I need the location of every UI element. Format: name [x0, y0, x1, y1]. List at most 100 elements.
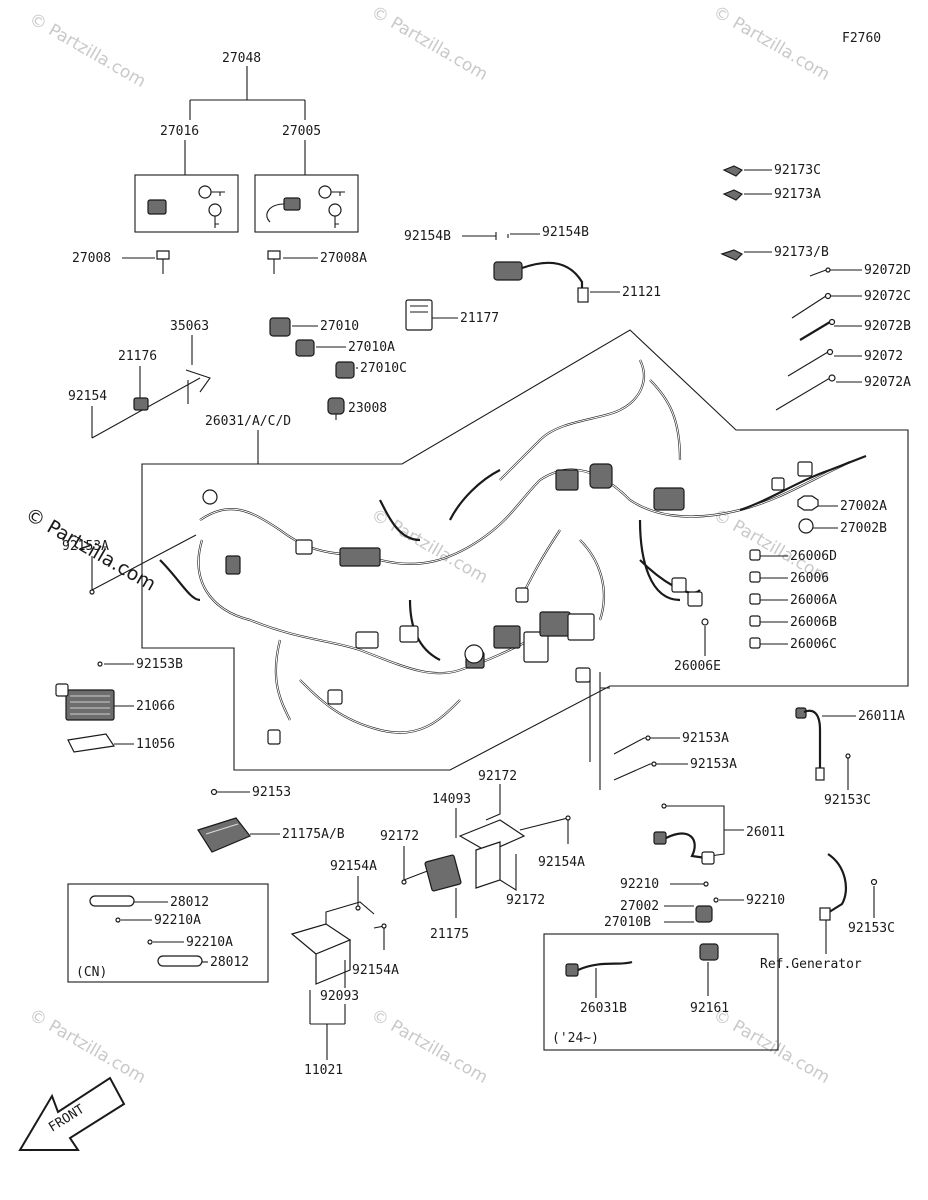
- connector: [267, 729, 281, 745]
- bracket-icon: [91, 369, 211, 439]
- part-label-26006: 26006: [790, 571, 829, 586]
- connector: [539, 611, 571, 637]
- part-label-27002: 27002: [620, 899, 659, 914]
- connector: [797, 461, 813, 477]
- part-label-11021: 11021: [304, 1063, 343, 1078]
- part-label-92210a-2: 92210A: [186, 935, 233, 950]
- connector: [339, 547, 381, 567]
- part-label-92153a-left: 92153A: [62, 539, 109, 554]
- part-label-27010b: 27010B: [604, 915, 651, 930]
- part-label-92154a-bottom: 92154A: [352, 963, 399, 978]
- part-label-28012-1: 28012: [170, 895, 209, 910]
- connector: [355, 631, 379, 649]
- clamp-icon: [749, 637, 761, 649]
- part-label-27048: 27048: [222, 51, 261, 66]
- switch-icon: [335, 361, 355, 379]
- part-label-26006e: 26006E: [674, 659, 721, 674]
- part-label-21175ab: 21175A/B: [282, 827, 345, 842]
- connector: [493, 625, 521, 649]
- part-label-92154b-right: 92154B: [542, 225, 589, 240]
- fuse-icon: [157, 955, 203, 967]
- part-label-92072d: 92072D: [864, 263, 911, 278]
- relay-icon: [699, 943, 719, 961]
- part-label-35063: 35063: [170, 319, 209, 334]
- bracket-icon: [458, 819, 526, 889]
- key-set-box-27005: [254, 174, 359, 233]
- ground-terminal: [202, 489, 218, 505]
- part-label-92161: 92161: [690, 1001, 729, 1016]
- connector: [555, 469, 579, 491]
- part-label-92093: 92093: [320, 989, 359, 1004]
- ecu-group: 92153 21175A/B: [197, 785, 345, 853]
- clamp-icon: [749, 549, 761, 561]
- clip-icon: [720, 249, 744, 261]
- part-label-14093: 14093: [432, 792, 471, 807]
- part-label-26006a: 26006A: [790, 593, 837, 608]
- watermark: © Partzilla.com: [26, 1005, 150, 1088]
- part-label-26011a: 26011A: [858, 709, 905, 724]
- switch-icon: [695, 905, 713, 923]
- cable-tie-icon: [809, 267, 831, 277]
- cable-tie-icon: [787, 348, 834, 377]
- year-box-frame: [543, 933, 779, 1051]
- part-label-92173a: 92173A: [774, 187, 821, 202]
- part-label-92153b: 92153B: [136, 657, 183, 672]
- part-label-27010: 27010: [320, 319, 359, 334]
- ref-generator-label: Ref.Generator: [760, 957, 862, 972]
- part-label-26031b: 26031B: [580, 1001, 627, 1016]
- year-variant-box: 26031B 92161 ('24~): [543, 933, 779, 1051]
- part-label-27002a: 27002A: [840, 499, 887, 514]
- part-label-21066: 21066: [136, 699, 175, 714]
- part-label-92154b-left: 92154B: [404, 229, 451, 244]
- part-label-92153: 92153: [252, 785, 291, 800]
- sensor-icon: [493, 261, 589, 303]
- part-label-23008: 23008: [348, 401, 387, 416]
- fuse-box-icon: [424, 854, 462, 892]
- cn-variant-box: 28012 92210A 92210A 28012 (CN): [67, 883, 269, 983]
- part-label-92154a-right: 92154A: [538, 855, 585, 870]
- part-label-11056: 11056: [136, 737, 175, 752]
- part-label-92072: 92072: [864, 349, 903, 364]
- ignition-switch-wired-icon: [266, 185, 345, 228]
- bracket-11021-group: 92154A 92154A 92093 11021: [290, 859, 399, 1078]
- part-label-27010a: 27010A: [348, 340, 395, 355]
- grommet-clamp-group: 27002A 27002B 26006D 26006 26006A 26006B…: [674, 495, 887, 674]
- part-label-92153a-1: 92153A: [682, 731, 729, 746]
- cn-label: (CN): [76, 965, 107, 980]
- lead-wire-icon: [653, 831, 715, 865]
- switch-icon: [269, 317, 291, 337]
- part-label-92153c-1: 92153C: [824, 793, 871, 808]
- clamp-icon: [749, 593, 761, 605]
- switch-icon: [295, 339, 315, 357]
- part-label-92154: 92154: [68, 389, 107, 404]
- part-label-21175: 21175: [430, 927, 469, 942]
- part-label-92210-1: 92210: [620, 877, 659, 892]
- part-label-27008a: 27008A: [320, 251, 367, 266]
- ecu-icon: [197, 817, 251, 853]
- part-label-21177: 21177: [460, 311, 499, 326]
- watermark-group: © Partzilla.com © Partzilla.com © Partzi…: [22, 2, 834, 1088]
- connector: [575, 667, 591, 683]
- part-label-92210-2: 92210: [746, 893, 785, 908]
- lead-26011-group: 26011 92210 92210 27002 27010B: [604, 803, 785, 930]
- part-label-92173b: 92173/B: [774, 245, 829, 260]
- watermark: © Partzilla.com: [710, 1005, 834, 1088]
- key-set-box-27016: [134, 174, 239, 233]
- cn-box-frame: [67, 883, 269, 983]
- watermark: © Partzilla.com: [368, 1005, 492, 1088]
- part-label-92153c-2: 92153C: [848, 921, 895, 936]
- clamp-icon: [701, 618, 709, 626]
- regulator-icon: [55, 683, 115, 721]
- clip-icon: [722, 165, 744, 177]
- lead-26011a-group: 26011A 92153C: [795, 707, 905, 808]
- part-label-92173c: 92173C: [774, 163, 821, 178]
- bracket-group: 35063 21176 92154: [68, 319, 211, 439]
- connector: [327, 689, 343, 705]
- bolt-icon: [156, 250, 170, 274]
- grommet-icon: [797, 495, 819, 511]
- bolt-92153a-group: 92153A 92153A: [589, 672, 737, 790]
- ignition-switch-icon: [147, 185, 225, 228]
- part-label-26031: 26031/A/C/D: [205, 414, 291, 429]
